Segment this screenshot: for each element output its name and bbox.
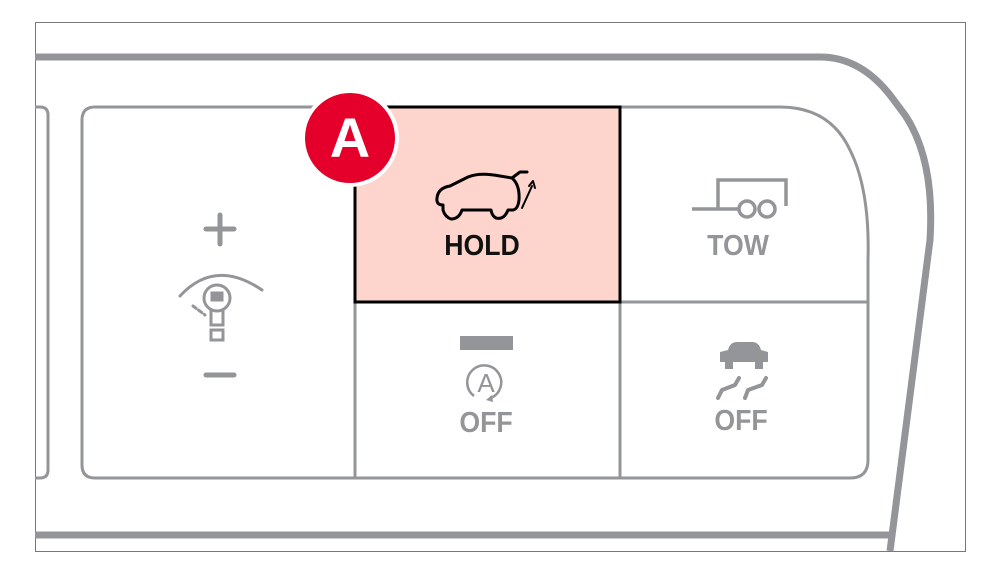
hold-highlight — [353, 105, 622, 304]
skid-car-icon — [716, 342, 768, 400]
callout-badge-a: A — [301, 89, 399, 187]
auto-hold-off-label: OFF — [459, 407, 513, 439]
tow-label: TOW — [707, 230, 769, 262]
traction-off-button[interactable] — [621, 303, 867, 477]
car-tailgate-icon — [435, 170, 536, 221]
auto-hold-off-button[interactable] — [356, 303, 619, 477]
hold-label: HOLD — [444, 230, 520, 262]
tow-button[interactable] — [621, 108, 867, 301]
svg-text:A: A — [477, 368, 495, 398]
auto-stop-icon: A — [460, 336, 513, 402]
headlamp-level-icon — [178, 274, 264, 342]
plus-icon — [203, 212, 237, 247]
traction-off-label: OFF — [714, 405, 768, 437]
trailer-icon — [692, 178, 788, 219]
